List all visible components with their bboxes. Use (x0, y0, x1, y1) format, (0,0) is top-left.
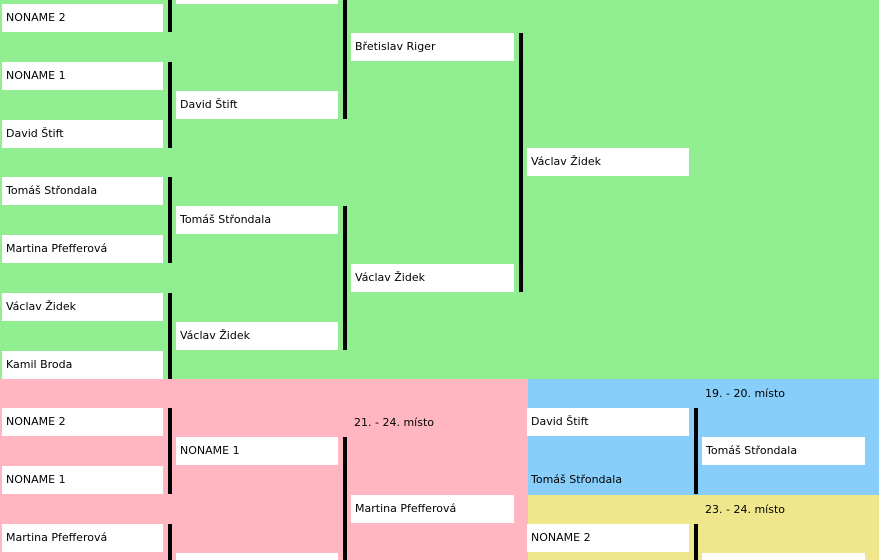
placement-slot[interactable]: NONAME 2 (2, 408, 163, 436)
bracket-connector (168, 408, 172, 494)
placement-slot-partial (702, 553, 865, 560)
placement-slot[interactable]: David Štift (527, 408, 689, 436)
bracket-connector (694, 408, 698, 494)
bracket-slot[interactable]: Václav Židek (351, 264, 514, 292)
placement-title: 21. - 24. místo (354, 416, 434, 429)
bracket-slot[interactable]: Tomáš Střondala (176, 206, 338, 234)
bracket-connector (168, 177, 172, 263)
bracket-slot[interactable]: David Štift (176, 91, 338, 119)
bracket-slot[interactable]: Václav Židek (2, 293, 163, 321)
placement-title: 23. - 24. místo (705, 503, 785, 516)
bracket-slot[interactable]: NONAME 2 (2, 4, 163, 32)
bracket-slot[interactable]: NONAME 1 (2, 62, 163, 90)
bracket-connector (343, 206, 347, 350)
placement-slot[interactable]: Tomáš Střondala (702, 437, 865, 465)
placement-slot[interactable]: Martina Pfefferová (2, 524, 163, 552)
bracket-connector (343, 437, 347, 560)
bracket-slot[interactable]: Břetislav Riger (351, 33, 514, 61)
bracket-connector (694, 524, 698, 560)
bracket-connector (168, 0, 172, 32)
bracket-connector (519, 33, 523, 292)
bracket-slot[interactable]: Václav Židek (176, 322, 338, 350)
bracket-slot[interactable]: David Štift (2, 120, 163, 148)
bracket-slot-partial (176, 0, 338, 4)
placement-slot[interactable]: Martina Pfefferová (351, 495, 514, 523)
bracket-slot[interactable]: Martina Pfefferová (2, 235, 163, 263)
bracket-connector (168, 293, 172, 379)
placement-title: 19. - 20. místo (705, 387, 785, 400)
placement-entrant-label: Tomáš Střondala (531, 473, 623, 486)
placement-slot-partial (176, 553, 338, 560)
placement-slot[interactable]: NONAME 1 (2, 466, 163, 494)
bracket-slot[interactable]: Václav Židek (527, 148, 689, 176)
bracket-connector (343, 0, 347, 119)
bracket-slot[interactable]: Tomáš Střondala (2, 177, 163, 205)
bracket-connector (168, 62, 172, 148)
placement-slot[interactable]: NONAME 2 (527, 524, 689, 552)
bracket-slot[interactable]: Kamil Broda (2, 351, 163, 379)
placement-slot[interactable]: NONAME 1 (176, 437, 338, 465)
bracket-connector (168, 524, 172, 560)
